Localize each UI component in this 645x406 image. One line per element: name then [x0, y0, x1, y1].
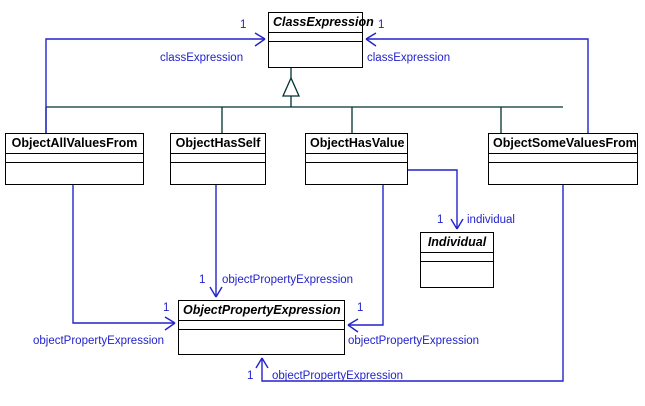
class-box-object-some-values-from[interactable]: ObjectSomeValuesFrom — [488, 133, 641, 188]
multiplicity-somevalues-classexpression: 1 — [378, 19, 385, 31]
class-attributes-compartment — [489, 153, 637, 163]
assoc-hasvalue-individual-line — [408, 169, 464, 230]
class-name-object-has-value: ObjectHasValue — [306, 134, 407, 154]
role-label-hasvalue-individual: individual — [467, 214, 515, 226]
class-name-object-all-values-from: ObjectAllValuesFrom — [6, 134, 143, 154]
assoc-hasself-ope-line — [209, 185, 223, 298]
class-attributes-compartment — [6, 153, 143, 163]
class-attributes-compartment — [179, 320, 344, 330]
class-attributes-compartment — [269, 32, 362, 42]
class-name-object-property-expression: ObjectPropertyExpression — [179, 301, 344, 321]
class-name-class-expression: ClassExpression — [269, 13, 374, 33]
class-box-class-expression[interactable]: ClassExpression — [268, 12, 374, 71]
multiplicity-allvalues-ope: 1 — [163, 302, 170, 314]
class-name-object-some-values-from: ObjectSomeValuesFrom — [489, 134, 637, 154]
role-label-hasself-ope: objectPropertyExpression — [222, 274, 354, 286]
class-box-object-has-value[interactable]: ObjectHasValue — [305, 133, 411, 188]
class-attributes-compartment — [306, 153, 407, 163]
class-attributes-compartment — [171, 153, 265, 163]
class-box-object-has-self[interactable]: ObjectHasSelf — [170, 133, 269, 188]
role-label-somevalues-classexpression: classExpression — [367, 52, 451, 64]
class-name-individual: Individual — [421, 233, 493, 253]
role-label-somevalues-ope: objectPropertyExpression — [272, 370, 404, 382]
multiplicity-hasself-ope: 1 — [199, 274, 206, 286]
class-name-object-has-self: ObjectHasSelf — [171, 134, 265, 154]
multiplicity-allvalues-classexpression: 1 — [240, 19, 247, 31]
assoc-allvalues-ope-line — [72, 185, 176, 331]
class-attributes-compartment — [421, 252, 493, 262]
role-label-allvalues-classexpression: classExpression — [160, 52, 244, 64]
multiplicity-hasvalue-individual: 1 — [437, 214, 444, 226]
class-box-object-all-values-from[interactable]: ObjectAllValuesFrom — [5, 133, 147, 188]
assoc-allvalues-classexpression-line — [45, 32, 266, 133]
multiplicity-somevalues-ope: 1 — [247, 370, 254, 382]
multiplicity-hasvalue-ope: 1 — [357, 302, 364, 314]
generalization-tree — [45, 68, 563, 133]
role-label-hasvalue-ope: objectPropertyExpression — [348, 335, 480, 347]
class-box-individual[interactable]: Individual — [420, 232, 497, 291]
assoc-somevalues-classexpression-line — [365, 32, 589, 133]
assoc-hasvalue-ope-line — [347, 185, 384, 333]
class-box-object-property-expression[interactable]: ObjectPropertyExpression — [178, 300, 348, 358]
role-label-allvalues-ope: objectPropertyExpression — [33, 335, 165, 347]
